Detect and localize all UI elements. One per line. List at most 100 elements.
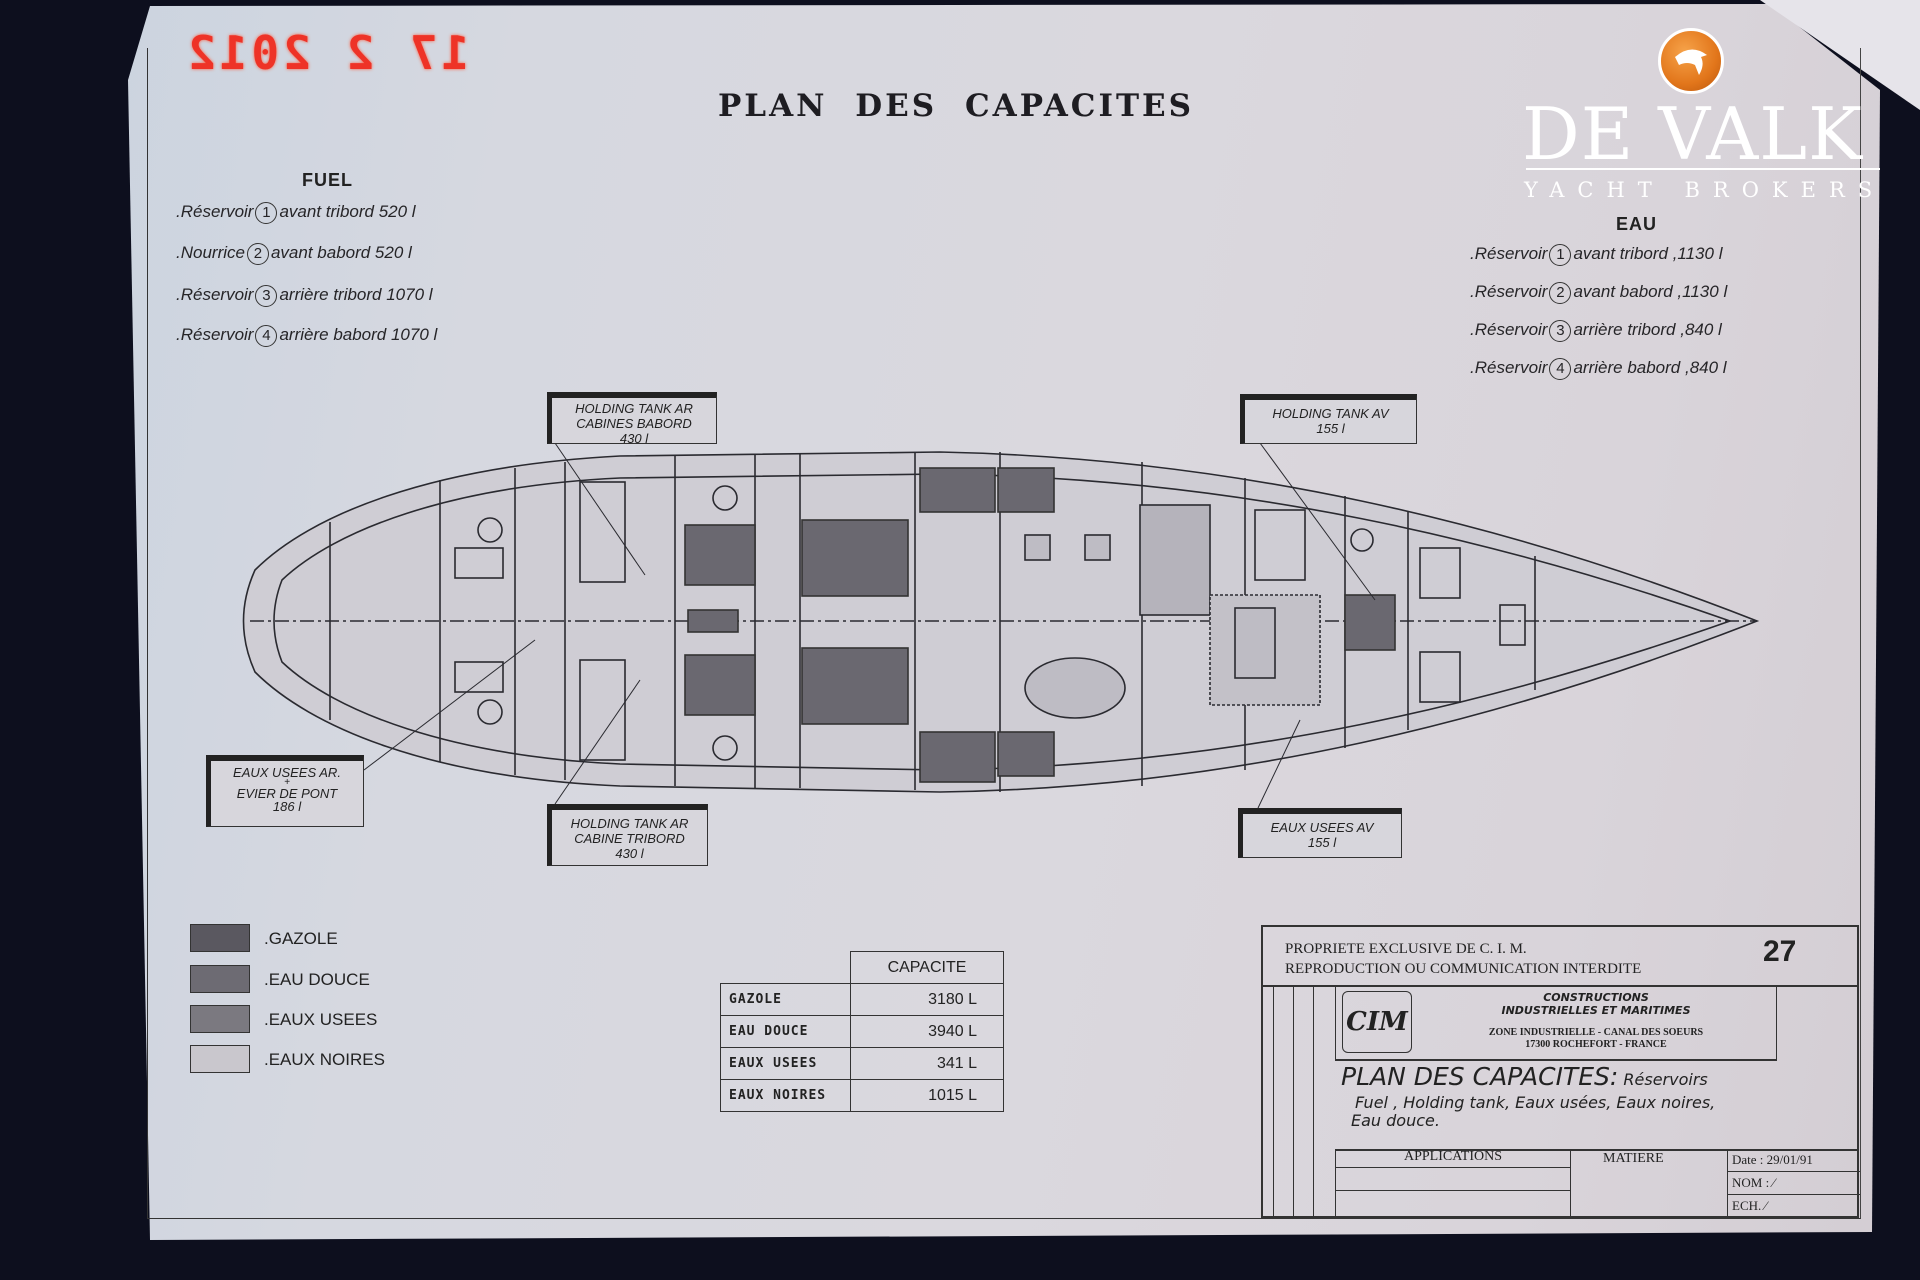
tank-number-icon: 4 <box>1549 358 1572 380</box>
de-valk-logo-icon <box>1658 28 1724 94</box>
matiere-label: MATIERE <box>1603 1151 1664 1166</box>
tank-number-icon: 2 <box>246 243 269 265</box>
item-prefix: .Réservoir <box>176 202 254 221</box>
item-prefix: .Nourrice <box>176 243 245 262</box>
item-text: avant babord ,1130 l <box>1573 282 1728 301</box>
item-text: arrière babord ,840 l <box>1573 358 1727 377</box>
plan-subtitle: Eau douce. <box>1351 1111 1440 1131</box>
item-prefix: .Réservoir <box>176 285 254 304</box>
callout-line: HOLDING TANK AV <box>1272 406 1389 421</box>
company-box: CIM CONSTRUCTIONS INDUSTRIELLES ET MARIT… <box>1335 985 1777 1061</box>
tank-number-icon: 1 <box>1549 244 1572 266</box>
cim-logo: CIM <box>1342 991 1412 1053</box>
company-address: ZONE INDUSTRIELLE - CANAL DES SOEURS <box>1488 1027 1704 1038</box>
callout-holding-tank-ar-babord: HOLDING TANK AR CABINES BABORD 430 l <box>547 392 717 446</box>
tank-number-icon: 4 <box>255 325 278 347</box>
tank-number-icon: 2 <box>1549 282 1572 304</box>
callout-line: 155 l <box>1307 835 1337 850</box>
item-prefix: .Réservoir <box>1470 282 1548 301</box>
legend-swatch <box>190 1005 250 1033</box>
capacity-header: CAPACITE <box>850 951 1004 984</box>
plan-subtitle: Fuel , Holding tank, Eaux usées, Eaux no… <box>1355 1092 1716 1112</box>
row-name: EAUX NOIRES <box>720 1079 851 1112</box>
item-text: arrière tribord ,840 l <box>1573 320 1722 339</box>
callout-line: 155 l <box>1316 421 1345 436</box>
callout-line: + <box>284 777 290 788</box>
callout-line: HOLDING TANK AR <box>575 401 693 416</box>
legend-label: .EAU DOUCE <box>264 970 370 989</box>
tank-areas <box>684 467 1396 783</box>
item-text: avant babord 520 l <box>270 243 412 262</box>
item-text: avant tribord ,1130 l <box>1573 244 1723 263</box>
item-text: arrière babord 1070 l <box>279 325 438 344</box>
callout-line: EVIER DE PONT <box>236 786 338 801</box>
legend-label: .EAUX NOIRES <box>264 1050 385 1069</box>
item-text: arrière tribord 1070 l <box>279 285 433 304</box>
owner-line: REPRODUCTION OU COMMUNICATION INTERDITE <box>1285 961 1642 977</box>
item-prefix: .Réservoir <box>1470 244 1548 263</box>
eau-heading: EAU <box>1616 214 1658 234</box>
saloon <box>1024 504 1321 719</box>
legend-swatch <box>190 965 250 993</box>
row-name: EAU DOUCE <box>720 1015 851 1048</box>
row-value: 1015 L <box>850 1079 1004 1112</box>
callout-line: 186 l <box>272 799 302 814</box>
plan-subtitle: Réservoirs <box>1623 1070 1708 1089</box>
tank-number-icon: 1 <box>255 202 278 224</box>
callout-line: EAUX USEES AV <box>1270 820 1374 835</box>
row-name: GAZOLE <box>720 983 851 1016</box>
owner-line: PROPRIETE EXCLUSIVE DE C. I. M. <box>1285 941 1527 957</box>
callout-line: EAUX USEES AR. <box>233 765 341 780</box>
nom-field: NOM : ⁄ <box>1728 1172 1860 1195</box>
item-prefix: .Réservoir <box>176 325 254 344</box>
item-prefix: .Réservoir <box>1470 320 1548 339</box>
callout-line: CABINES BABORD <box>576 416 692 431</box>
ownership-notice: PROPRIETE EXCLUSIVE DE C. I. M. REPRODUC… <box>1285 939 1641 979</box>
callout-line: CABINE TRIBORD <box>574 831 685 846</box>
company-address: 17300 ROCHEFORT - FRANCE <box>1525 1039 1667 1050</box>
applications-label: APPLICATIONS <box>1336 1149 1570 1168</box>
brand-divider <box>1526 168 1880 170</box>
tank-number-icon: 3 <box>255 285 278 307</box>
drawing-frame <box>147 48 1861 1219</box>
legend-label: .EAUX USEES <box>264 1010 378 1029</box>
callout-eaux-usees-av: EAUX USEES AV 155 l <box>1238 808 1402 858</box>
legend-swatch <box>190 924 250 952</box>
callout-line: HOLDING TANK AR <box>570 816 689 831</box>
callout-holding-tank-av: HOLDING TANK AV 155 l <box>1240 394 1417 444</box>
row-value: 341 L <box>850 1047 1004 1080</box>
row-value: 3180 L <box>850 983 1004 1016</box>
callout-line: 430 l <box>619 431 649 446</box>
leader-lines <box>363 442 1376 809</box>
inner-hull <box>273 473 1733 771</box>
callout-line: 430 l <box>615 846 644 861</box>
legend-swatch <box>190 1045 250 1073</box>
legend-label: .GAZOLE <box>264 929 338 948</box>
row-value: 3940 L <box>850 1015 1004 1048</box>
fuel-heading: FUEL <box>302 170 353 190</box>
title-block: PROPRIETE EXCLUSIVE DE C. I. M. REPRODUC… <box>1261 925 1860 1218</box>
company-name: INDUSTRIELLES ET MARITIMES <box>1501 1004 1691 1017</box>
applications-box: APPLICATIONS <box>1335 1149 1571 1216</box>
tank-number-icon: 3 <box>1549 320 1572 342</box>
sheet-number: 27 <box>1763 935 1797 968</box>
brand-name: DE VALK <box>1522 92 1863 176</box>
plan-title: PLAN DES CAPACITES: <box>1341 1062 1619 1091</box>
item-text: avant tribord 520 l <box>279 202 416 221</box>
callout-holding-tank-ar-tribord: HOLDING TANK AR CABINE TRIBORD 430 l <box>547 804 708 866</box>
date-field: Date : 29/01/91 <box>1728 1149 1860 1172</box>
